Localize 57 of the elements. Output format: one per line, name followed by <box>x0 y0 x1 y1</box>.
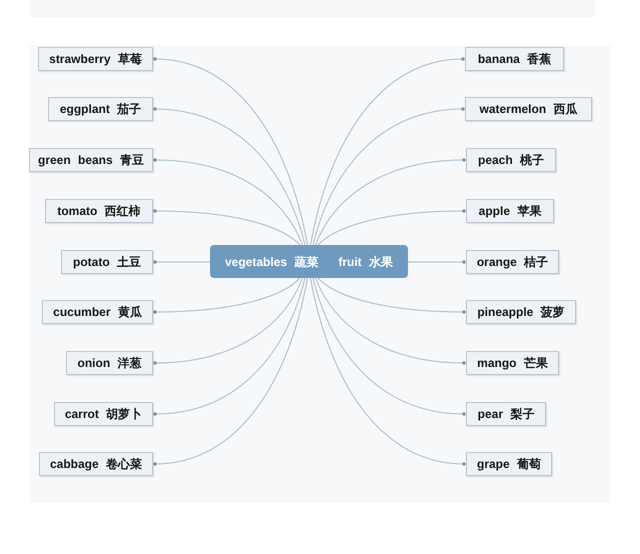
central-topic-box <box>210 245 408 278</box>
topic-box <box>465 47 564 71</box>
topic-box <box>39 452 153 476</box>
curved-connector <box>153 278 303 365</box>
topic-box <box>465 97 592 121</box>
topic-box <box>54 402 153 426</box>
curved-connector <box>153 278 306 416</box>
topic-box <box>466 148 556 172</box>
curved-connector <box>315 278 466 365</box>
curved-connector <box>153 57 308 246</box>
topic-label: cabbage 卷心菜 <box>50 458 142 470</box>
topic-box <box>466 250 559 274</box>
curved-connector <box>153 278 308 466</box>
curved-connector <box>310 57 465 246</box>
topic-box <box>66 351 153 375</box>
topic-box <box>48 97 153 121</box>
curved-connector <box>153 107 306 246</box>
curved-connector <box>408 260 466 264</box>
topic-box <box>45 199 153 223</box>
topic-box <box>29 148 153 172</box>
topic-box <box>466 351 559 375</box>
topic-label: strawberry 草莓 <box>49 53 142 65</box>
topic-label: green beans 青豆 <box>38 154 144 166</box>
curved-connector <box>153 260 210 264</box>
topic-label: apple 苹果 <box>478 205 542 217</box>
topic-label: carrot 胡萝卜 <box>64 408 142 420</box>
curved-connector <box>153 158 303 246</box>
topic-label: cucumber 黄瓜 <box>53 306 142 318</box>
topic-box <box>466 402 546 426</box>
topic-label: orange 桔子 <box>476 256 548 268</box>
curved-connector <box>315 158 466 246</box>
topic-label: eggplant 茄子 <box>60 103 142 115</box>
topic-label: banana 香蕉 <box>478 53 552 65</box>
topic-label: pear 梨子 <box>478 408 534 420</box>
curved-connector <box>318 209 466 246</box>
topic-label: peach 桃子 <box>478 154 544 166</box>
topic-box <box>42 300 153 324</box>
topic-label: tomato 西红柿 <box>57 205 141 217</box>
topic-box <box>466 199 554 223</box>
curved-connector <box>153 278 300 314</box>
topic-label: grape 葡萄 <box>476 458 541 470</box>
topic-label: potato 土豆 <box>73 256 141 268</box>
topic-label: pineapple 菠萝 <box>477 306 565 318</box>
curved-connector <box>318 278 466 314</box>
curved-connector <box>312 278 466 416</box>
central-topic-label: vegetables 蔬菜 <box>224 256 318 268</box>
topic-label: mango 芒果 <box>477 357 548 369</box>
topic-label: onion 洋葱 <box>78 357 142 369</box>
curved-connector <box>153 209 300 246</box>
topic-box <box>61 250 153 274</box>
topic-label: watermelon 西瓜 <box>479 103 578 115</box>
topic-box <box>466 452 552 476</box>
central-topic-label: fruit 水果 <box>338 256 394 268</box>
topic-box <box>38 47 153 71</box>
curved-connector <box>312 107 465 246</box>
topic-box <box>466 300 576 324</box>
curved-connector <box>310 278 466 466</box>
